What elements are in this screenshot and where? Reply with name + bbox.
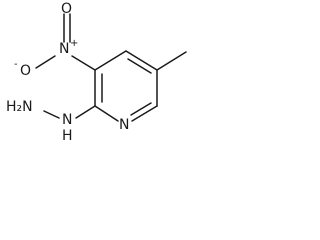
molecule-canvas: O N + O - N N H H₂N: [0, 0, 200, 148]
bond-c6-n1-inner: [130, 102, 152, 116]
atom-o-minus: O: [20, 63, 31, 79]
structure-diagram: O N + O - N N H H₂N: [6, 1, 187, 144]
bond-c4-c5: [125, 50, 158, 71]
atom-o-minus-charge: -: [14, 59, 18, 70]
bond-c2-nh: [75, 105, 96, 119]
atom-nitro-n-charge: +: [70, 38, 78, 49]
atom-nitro-n: N: [59, 41, 69, 57]
bond-nitro-n-o-minus: [35, 55, 56, 69]
atom-ring-n: N: [119, 117, 129, 133]
bond-c6-n1: [131, 105, 158, 122]
atom-hydrazine-n: N: [62, 112, 72, 128]
atom-hydrazine-h: H: [62, 128, 73, 144]
bond-nh-nh2: [43, 110, 60, 119]
bond-c3-c4: [94, 50, 127, 71]
atom-hydrazine-nh2: H₂N: [6, 99, 33, 115]
bond-c3-nitro-n: [71, 55, 96, 71]
atom-o-double: O: [61, 1, 72, 17]
bond-n1-c2: [94, 105, 119, 122]
bond-c4-c5-inner: [127, 58, 152, 74]
bond-c5-methyl: [156, 51, 187, 71]
